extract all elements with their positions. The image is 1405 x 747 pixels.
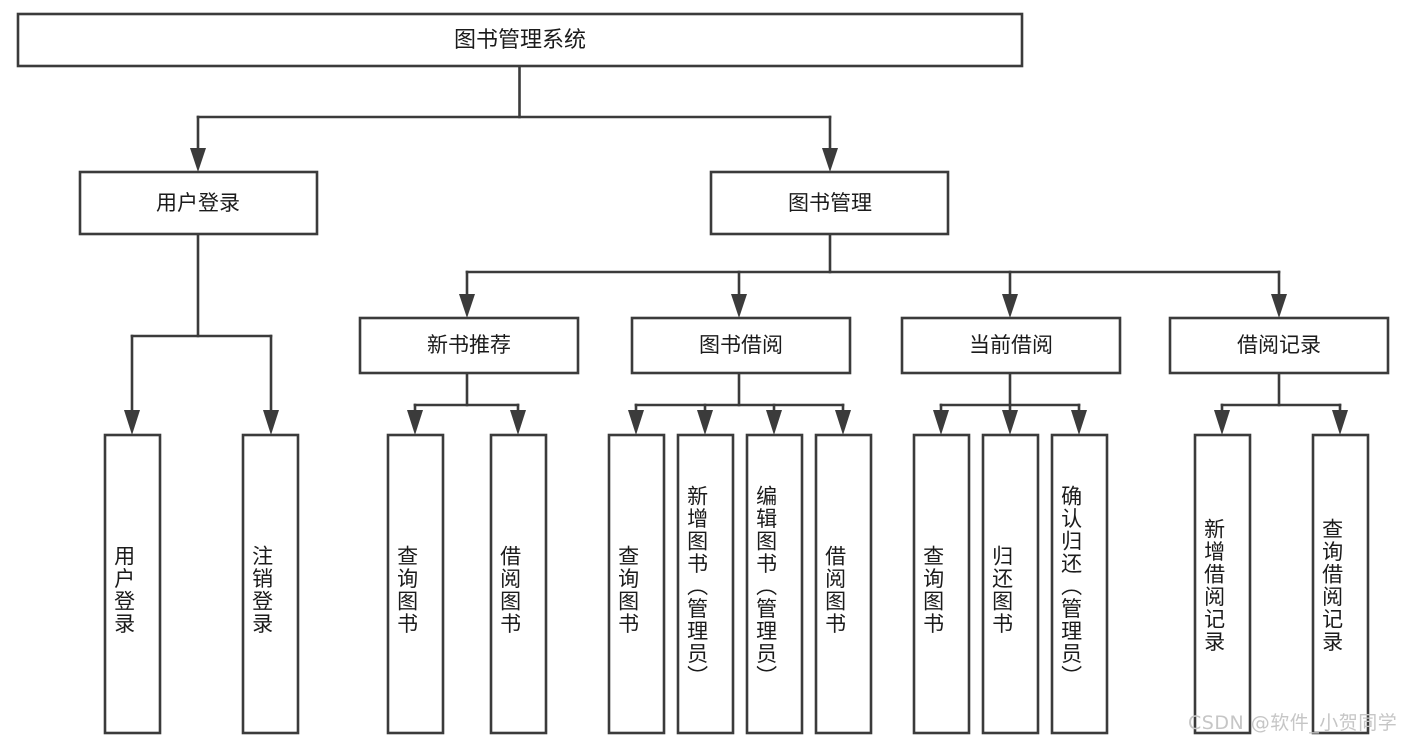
arrow-cb-leaf-3 [1071, 410, 1087, 435]
arrow-root-to-user-login [190, 148, 206, 172]
arrow-bm-to-borrow-record [1271, 294, 1287, 318]
arrow-bm-to-new-book-recommend [459, 294, 475, 318]
node-user-login-label: 用户登录 [156, 191, 240, 215]
leaf-box-query-book-1[interactable] [386, 433, 445, 735]
node-borrow-record-box[interactable] [1168, 316, 1390, 375]
arrow-nbr-leaf-2 [510, 410, 526, 435]
node-book-borrow-box[interactable] [630, 316, 852, 375]
arrow-user-login-leaf-2 [263, 410, 279, 435]
leaf-box-query-book-2[interactable] [607, 433, 666, 735]
arrow-user-login-leaf-1 [124, 410, 140, 435]
leaf-box-confirm-return[interactable] [1050, 433, 1109, 735]
leaf-box-borrow-book-2[interactable] [814, 433, 873, 735]
leaf-box-logout[interactable] [241, 433, 300, 735]
leaf-box-query-book-3[interactable] [912, 433, 971, 735]
node-borrow-record-label: 借阅记录 [1237, 333, 1321, 357]
arrow-bb-leaf-2 [697, 410, 713, 435]
connector-group-user-login [124, 232, 279, 435]
connector-group-borrow-record [1214, 371, 1348, 435]
arrow-bb-leaf-1 [628, 410, 644, 435]
connector-group-current-borrow [933, 371, 1087, 435]
node-current-borrow-box[interactable] [900, 316, 1122, 375]
leaf-box-return-book[interactable] [981, 433, 1040, 735]
leaf-box-query-record[interactable] [1311, 433, 1370, 735]
node-root-box[interactable] [16, 12, 1024, 68]
csdn-watermark: CSDN @软件_小贺同学 [1188, 712, 1398, 734]
arrow-bm-to-book-borrow [731, 294, 747, 318]
arrow-bb-leaf-4 [835, 410, 851, 435]
arrow-bb-leaf-3 [766, 410, 782, 435]
leaf-box-add-record[interactable] [1193, 433, 1252, 735]
node-root-label: 图书管理系统 [454, 28, 586, 53]
node-current-borrow-label: 当前借阅 [969, 333, 1053, 357]
arrow-cb-leaf-1 [933, 410, 949, 435]
leaf-box-edit-book[interactable] [745, 433, 804, 735]
node-book-manage-label: 图书管理 [788, 191, 872, 215]
connector-group-new-book-recommend [407, 371, 526, 435]
node-user-login-box[interactable] [78, 170, 319, 236]
leaf-box-borrow-book-1[interactable] [489, 433, 548, 735]
arrow-br-leaf-2 [1332, 410, 1348, 435]
connector-group-book-manage [459, 232, 1287, 318]
arrow-bm-to-current-borrow [1002, 294, 1018, 318]
arrow-nbr-leaf-1 [407, 410, 423, 435]
arrow-root-to-book-manage [822, 148, 838, 172]
arrow-br-leaf-1 [1214, 410, 1230, 435]
leaf-box-user-login[interactable] [103, 433, 162, 735]
leaf-box-add-book[interactable] [676, 433, 735, 735]
connector-group-book-borrow [628, 371, 851, 435]
connector-group-root [190, 64, 838, 172]
node-book-borrow-label: 图书借阅 [699, 333, 783, 357]
node-new-book-recommend-box[interactable] [358, 316, 580, 375]
node-new-book-recommend-label: 新书推荐 [427, 333, 511, 357]
node-book-manage-box[interactable] [709, 170, 950, 236]
arrow-cb-leaf-2 [1002, 410, 1018, 435]
